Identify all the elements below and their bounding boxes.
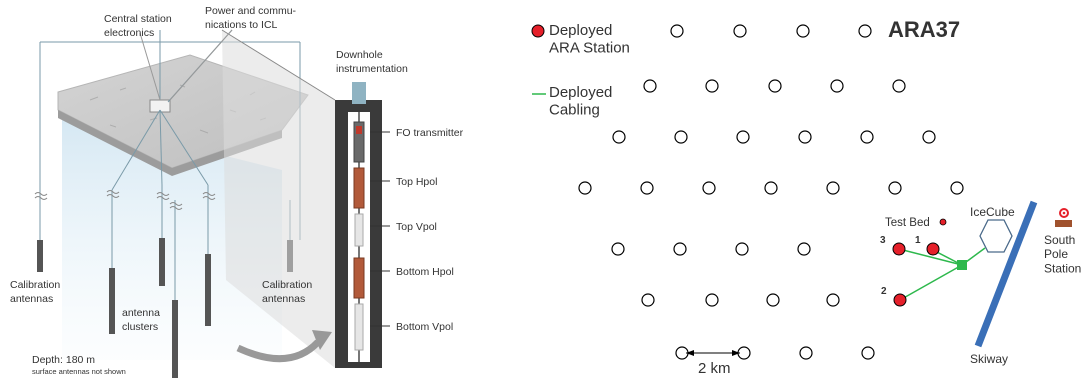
- cabling: [898, 247, 986, 301]
- leader-lines: [139, 29, 233, 101]
- grid-station: [612, 130, 626, 144]
- skiway-label: Skiway: [970, 352, 1008, 366]
- instrument-fo-label: FO transmitter: [396, 127, 464, 139]
- power-comm-label: Power and commu-nications to ICL: [205, 5, 297, 31]
- scale-arrow-left: [686, 350, 694, 356]
- grid-station: [643, 79, 657, 93]
- grid-station: [950, 181, 964, 195]
- scale-label: 2 km: [698, 360, 731, 377]
- test-bed-label: Test Bed: [885, 217, 930, 229]
- south-pole-base: [1055, 220, 1072, 227]
- grid-station: [641, 293, 655, 307]
- skiway: [974, 200, 1038, 348]
- zoom-arrow: [236, 339, 321, 363]
- grid-station: [735, 242, 749, 256]
- grid-station: [764, 181, 778, 195]
- instrument-modules: [353, 121, 365, 351]
- grid-station: [799, 346, 813, 360]
- grid-station: [858, 24, 872, 38]
- grid-station: [611, 242, 625, 256]
- grid-station: [705, 79, 719, 93]
- instrument-bottomvpol-label: Bottom Vpol: [396, 321, 453, 333]
- grid-station: [578, 181, 592, 195]
- map-title: ARA37: [888, 17, 960, 42]
- deployed-station-2: [893, 293, 907, 307]
- instrument-bottomhpol-label: Bottom Hpol: [396, 266, 454, 278]
- grid-station: [705, 293, 719, 307]
- grid-station: [674, 130, 688, 144]
- antenna-cluster-4: [205, 254, 211, 326]
- depth-label: Depth: 180 m: [32, 354, 95, 366]
- grid-station: [892, 79, 906, 93]
- grid-station: [702, 181, 716, 195]
- station-grid: [578, 24, 964, 360]
- surface-note: surface antennas not shown: [32, 367, 126, 376]
- calibration-antenna-left: [37, 240, 43, 272]
- grid-station: [826, 181, 840, 195]
- grid-station: [768, 79, 782, 93]
- deployed-station-1: [926, 242, 940, 256]
- grid-station: [888, 181, 902, 195]
- grid-station: [766, 293, 780, 307]
- zoom-arrow-head: [312, 330, 332, 350]
- grid-station: [736, 130, 750, 144]
- antenna-cluster-2: [159, 238, 165, 286]
- borehole-top: [352, 82, 366, 104]
- grid-station: [733, 24, 747, 38]
- grid-station: [922, 130, 936, 144]
- break-marks: [34, 190, 216, 210]
- grid-station: [797, 242, 811, 256]
- deployed-station-3: [892, 242, 906, 256]
- antenna-cluster-3: [172, 300, 178, 378]
- icecube-label: IceCube: [970, 205, 1015, 219]
- grid-station: [830, 79, 844, 93]
- grid-station: [640, 181, 654, 195]
- station-3-number: 3: [880, 235, 886, 246]
- cable-hub: [957, 260, 967, 270]
- grid-station: [796, 24, 810, 38]
- grid-station: [826, 293, 840, 307]
- test-bed-marker: [939, 218, 947, 226]
- station-1-number: 1: [915, 235, 921, 246]
- antenna-cluster-1: [109, 268, 115, 334]
- grid-station: [670, 24, 684, 38]
- zoom-cone: [222, 30, 335, 368]
- grid-station: [861, 346, 875, 360]
- legend-station-marker: [531, 24, 545, 38]
- grid-station: [673, 242, 687, 256]
- grid-station: [798, 130, 812, 144]
- south-pole-marker-dot: [1062, 211, 1066, 215]
- grid-station: [860, 130, 874, 144]
- scale-arrow-right: [732, 350, 740, 356]
- icecube-hexagon: [979, 219, 1013, 253]
- instrument-topvpol-label: Top Vpol: [396, 221, 437, 233]
- station-2-number: 2: [881, 286, 887, 297]
- instrument-tophpol-label: Top Hpol: [396, 176, 437, 188]
- instrument-ticks: [370, 131, 390, 327]
